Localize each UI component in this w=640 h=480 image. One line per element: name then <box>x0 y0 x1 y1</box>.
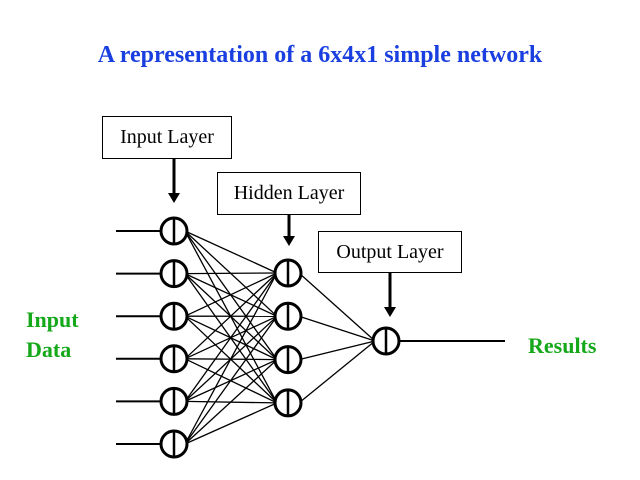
diagram-title: A representation of a 6x4x1 simple netwo… <box>97 42 543 68</box>
weight-h2-out <box>298 315 376 342</box>
weight-in6-h1 <box>184 272 278 445</box>
input-data-label-line2: Data <box>26 337 72 362</box>
output-layer-label: Output Layer <box>318 231 462 273</box>
weight-in3-h1 <box>184 272 278 317</box>
weight-in5-h1 <box>184 272 278 402</box>
weight-in1-h1 <box>184 230 278 274</box>
input-data-label-line1: Input <box>26 307 79 332</box>
weight-in6-h3 <box>184 359 278 445</box>
weight-in2-h1 <box>184 272 278 275</box>
output-layer-arrow-head <box>384 307 396 317</box>
results-label: Results <box>528 333 597 358</box>
input-layer-label: Input Layer <box>102 116 232 159</box>
weight-in6-h2 <box>184 315 278 445</box>
weight-h3-out <box>298 340 376 361</box>
hidden-layer-arrow-head <box>283 236 295 246</box>
weight-in6-h4 <box>184 402 278 445</box>
input-data-label: Input Data <box>26 305 79 365</box>
hidden-layer-label: Hidden Layer <box>217 172 361 215</box>
weight-h4-out <box>298 340 376 404</box>
weight-h1-out <box>298 272 376 342</box>
input-layer-arrow-head <box>168 193 180 203</box>
weight-in4-h1 <box>184 272 278 360</box>
